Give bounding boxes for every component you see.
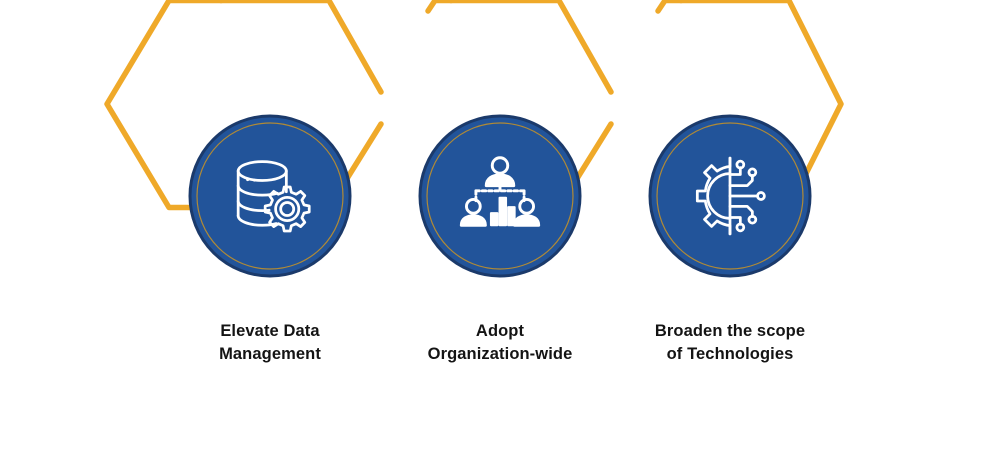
- caption-line: Elevate Data: [220, 322, 320, 340]
- caption-line: Organization-wide: [427, 344, 573, 363]
- process-step-2[interactable]: Adopt Organization-wide: [330, 0, 670, 473]
- process-step-3[interactable]: Broaden the scope of Technologies: [560, 0, 900, 473]
- step-caption-1: Elevate Data Management: [100, 320, 440, 366]
- caption-line: of Technologies: [666, 344, 794, 363]
- database-gear-icon: [188, 114, 352, 278]
- caption-line: Management: [219, 344, 321, 363]
- org-chart-people-bars-icon: [418, 114, 582, 278]
- process-step-1[interactable]: Elevate Data Management: [100, 0, 440, 473]
- step-caption-2: Adopt Organization-wide: [330, 320, 670, 366]
- step-caption-3: Broaden the scope of Technologies: [560, 320, 900, 366]
- caption-line: Broaden the scope: [654, 322, 806, 340]
- caption-line: Adopt: [475, 322, 525, 340]
- icon-circle-2: [418, 114, 582, 278]
- gear-circuit-icon: [648, 114, 812, 278]
